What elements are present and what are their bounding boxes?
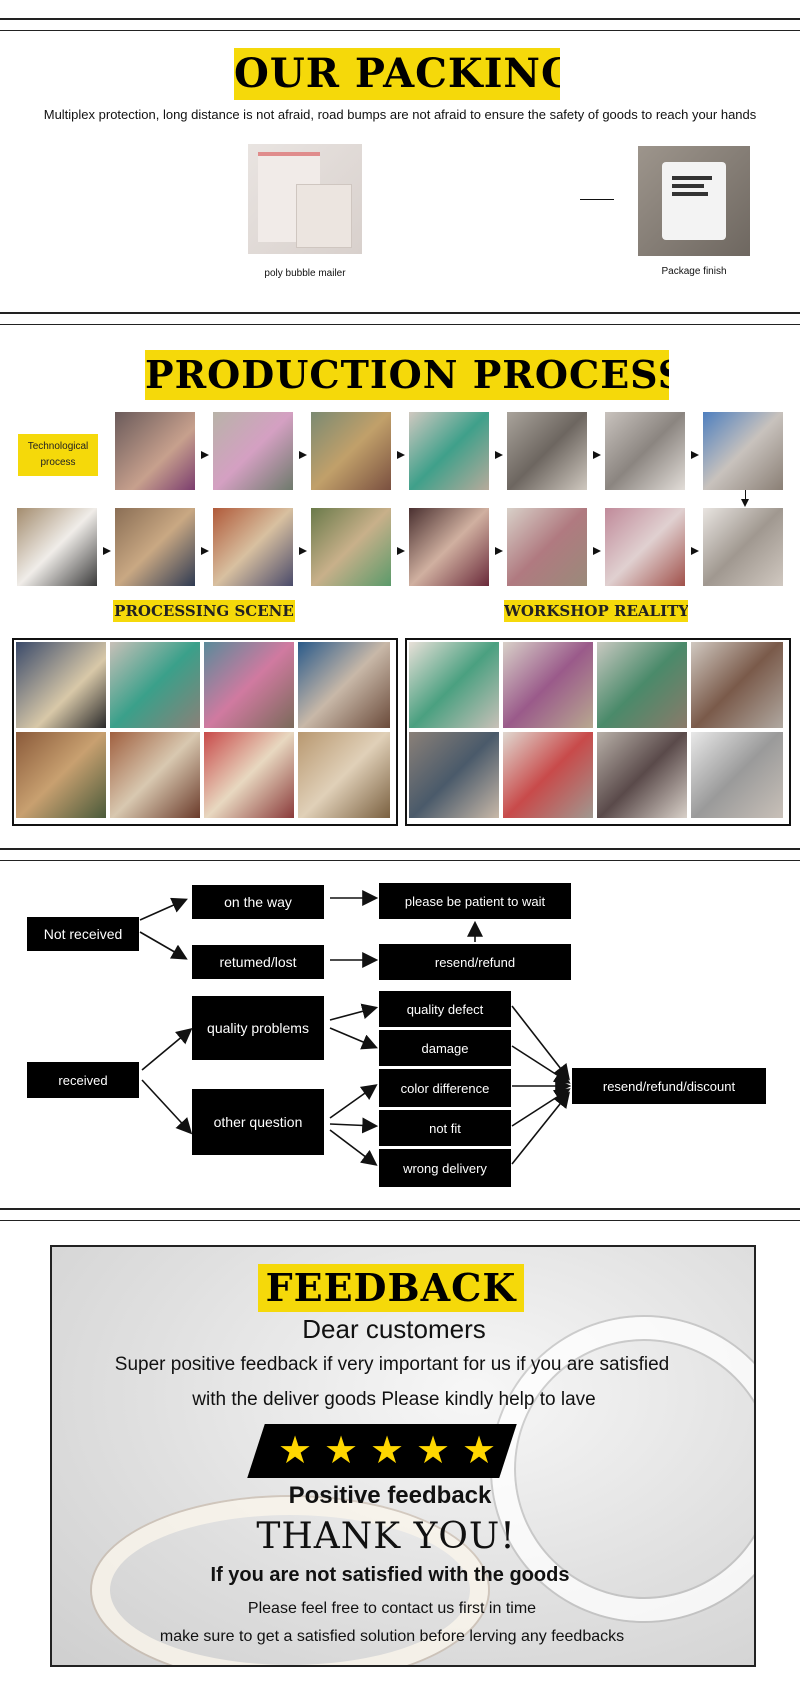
workshop-photo	[597, 642, 687, 728]
not-received-box: Not received	[27, 917, 139, 951]
arrow-down-icon	[741, 499, 749, 507]
dear-customers-text: Dear customers	[302, 1314, 486, 1344]
process-photo	[409, 508, 489, 586]
processing-photo	[204, 642, 294, 728]
processing-photo	[110, 642, 200, 728]
feedback-line2: with the deliver goods Please kindly hel…	[192, 1389, 596, 1410]
arrow-right-icon	[397, 547, 405, 555]
poly-bubble-mailer-photo	[248, 144, 362, 254]
packing-subtitle: Multiplex protection, long distance is n…	[43, 107, 757, 122]
process-photo	[605, 412, 685, 490]
please-wait-box: please be patient to wait	[379, 883, 571, 919]
processing-scene-frame	[12, 638, 398, 826]
tech-process-label: Technological process	[18, 434, 98, 476]
process-photo	[507, 508, 587, 586]
on-the-way-box: on the way	[192, 885, 324, 919]
arrow-right-icon	[691, 451, 699, 459]
section-divider	[0, 18, 800, 20]
color-difference-box: color difference	[379, 1069, 511, 1107]
received-box: received	[27, 1062, 139, 1098]
arrow-right-icon	[593, 451, 601, 459]
not-satisfied-text: If you are not satisfied with the goods	[210, 1564, 570, 1586]
arrow-right-icon	[691, 547, 699, 555]
aftersale-flow-arrows	[139, 890, 572, 1166]
star-icon: ★	[277, 1430, 313, 1472]
arrow-right-icon	[299, 547, 307, 555]
star-icon: ★	[461, 1430, 497, 1472]
workshop-photo	[409, 642, 499, 728]
process-photo	[507, 412, 587, 490]
processing-photo	[110, 732, 200, 818]
process-photo	[605, 508, 685, 586]
process-photo	[703, 508, 783, 586]
process-photo	[213, 412, 293, 490]
workshop-photo	[691, 732, 783, 818]
section-divider	[0, 860, 800, 861]
arrow-down-line	[745, 490, 746, 500]
arrow-right-icon	[397, 451, 405, 459]
feedback-title: FEEDBACK	[258, 1264, 524, 1312]
process-photo	[115, 412, 195, 490]
packing-title: OUR PACKING	[234, 48, 560, 100]
workshop-photo	[691, 642, 783, 728]
contact-text: Please feel free to contact us first in …	[247, 1600, 537, 1617]
workshop-photo	[503, 732, 593, 818]
quality-problems-box: quality problems	[192, 996, 324, 1060]
production-title: PRODUCTION PROCESS	[145, 350, 669, 400]
arrow-right-icon	[495, 451, 503, 459]
positive-feedback-text: Positive feedback	[288, 1482, 492, 1509]
section-divider	[0, 312, 800, 314]
process-photo	[115, 508, 195, 586]
processing-photo	[16, 642, 106, 728]
process-photo	[17, 508, 97, 586]
process-photo	[311, 508, 391, 586]
other-question-box: other question	[192, 1089, 324, 1155]
process-photo	[213, 508, 293, 586]
package-finish-photo	[638, 146, 750, 256]
packing-dash	[580, 199, 614, 200]
resend-refund-discount-box: resend/refund/discount	[572, 1068, 766, 1104]
returned-lost-box: retumed/lost	[192, 945, 324, 979]
arrow-right-icon	[495, 547, 503, 555]
processing-photo	[298, 732, 390, 818]
workshop-photo	[597, 732, 687, 818]
make-sure-text: make sure to get a satisfied solution be…	[159, 1628, 625, 1645]
star-icon: ★	[369, 1430, 405, 1472]
quality-defect-box: quality defect	[379, 991, 511, 1027]
not-fit-box: not fit	[379, 1110, 511, 1146]
section-divider	[0, 30, 800, 31]
feedback-line1: Super positive feedback if very importan…	[114, 1354, 670, 1375]
resend-refund-box: resend/refund	[379, 944, 571, 980]
processing-scene-label: PROCESSING SCENE	[113, 600, 295, 622]
section-divider	[0, 1220, 800, 1221]
processing-photo	[298, 642, 390, 728]
arrow-right-icon	[201, 451, 209, 459]
damage-box: damage	[379, 1030, 511, 1066]
workshop-photo	[409, 732, 499, 818]
processing-photo	[204, 732, 294, 818]
poly-bubble-mailer-caption: poly bubble mailer	[264, 268, 346, 279]
arrow-right-icon	[103, 547, 111, 555]
star-icon: ★	[415, 1430, 451, 1472]
process-photo	[703, 412, 783, 490]
process-photo	[409, 412, 489, 490]
wrong-delivery-box: wrong delivery	[379, 1149, 511, 1187]
section-divider	[0, 324, 800, 325]
arrow-right-icon	[299, 451, 307, 459]
workshop-reality-label: WORKSHOP REALITY	[504, 600, 688, 622]
processing-photo	[16, 732, 106, 818]
thank-you-text: THANK YOU!	[256, 1516, 516, 1557]
arrow-right-icon	[593, 547, 601, 555]
star-icon: ★	[323, 1430, 359, 1472]
package-finish-caption: Package finish	[661, 266, 727, 277]
process-photo	[311, 412, 391, 490]
workshop-reality-frame	[405, 638, 791, 826]
arrow-right-icon	[201, 547, 209, 555]
workshop-photo	[503, 642, 593, 728]
section-divider	[0, 848, 800, 850]
section-divider	[0, 1208, 800, 1210]
